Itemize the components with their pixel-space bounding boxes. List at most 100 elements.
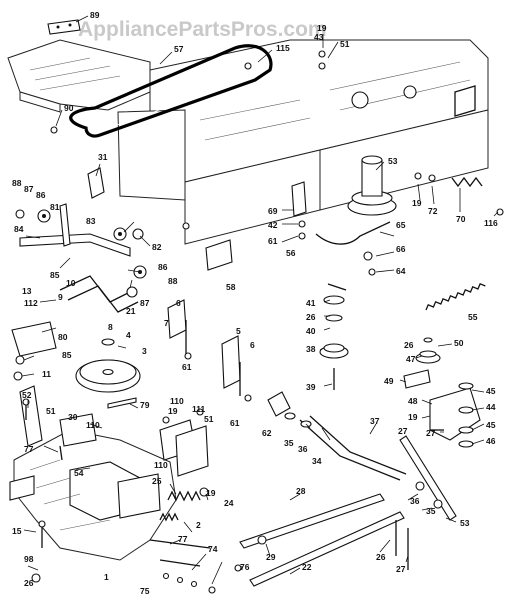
callout-87: 87 xyxy=(24,184,34,194)
callout-58: 58 xyxy=(226,282,236,292)
callout-labels: 89 57 115 19 43 51 90 31 53 88 87 86 81 … xyxy=(12,10,498,596)
hardware-left xyxy=(22,398,63,583)
rod-part-79 xyxy=(107,397,137,409)
callout-53: 53 xyxy=(388,156,398,166)
callout-28: 28 xyxy=(296,486,306,496)
callout-11: 11 xyxy=(42,369,51,379)
callout-65: 65 xyxy=(396,220,406,230)
transaxle-part-1 xyxy=(9,385,177,561)
callout-86: 86 xyxy=(36,190,46,200)
watermark-text: AppliancePartsPros.com xyxy=(78,18,327,41)
callout-54: 54 xyxy=(74,468,84,478)
callout-89: 89 xyxy=(90,10,100,20)
callout-27-b: 27 xyxy=(426,428,436,438)
bracket-part-80 xyxy=(11,321,57,357)
callout-40: 40 xyxy=(306,326,316,336)
callout-56: 56 xyxy=(286,248,296,258)
callout-85: 85 xyxy=(50,270,60,280)
callout-36-b: 36 xyxy=(410,496,420,506)
spring-part-70 xyxy=(451,176,483,188)
callout-22: 22 xyxy=(302,562,312,572)
callout-115: 115 xyxy=(276,43,290,53)
callout-2: 2 xyxy=(196,520,201,530)
callout-47: 47 xyxy=(406,354,416,364)
callout-41: 41 xyxy=(306,298,316,308)
callout-35: 35 xyxy=(284,438,294,448)
spring-part-55 xyxy=(425,282,486,311)
brake-assembly xyxy=(159,408,209,477)
callout-50: 50 xyxy=(454,338,464,348)
callout-57: 57 xyxy=(174,44,184,54)
hardware-bottom xyxy=(162,564,242,594)
callout-25: 25 xyxy=(152,476,162,486)
callout-79: 79 xyxy=(140,400,150,410)
callout-46: 46 xyxy=(486,436,496,446)
callout-19: 19 xyxy=(317,23,327,33)
callout-5: 5 xyxy=(236,326,241,336)
callout-6: 6 xyxy=(176,298,181,308)
idler-pulley-stack xyxy=(319,155,397,390)
callout-27-c: 27 xyxy=(398,426,408,436)
callout-19-b: 19 xyxy=(168,406,178,416)
callout-110: 110 xyxy=(86,420,100,430)
callout-21: 21 xyxy=(126,306,136,316)
callout-83: 83 xyxy=(86,216,96,226)
callout-45: 45 xyxy=(486,386,496,396)
callout-51-c: 51 xyxy=(204,414,214,424)
callout-52: 52 xyxy=(22,390,32,400)
callout-8: 8 xyxy=(108,322,113,332)
callout-111: 111 xyxy=(192,404,206,414)
callout-80: 80 xyxy=(58,332,68,342)
callout-77-b: 77 xyxy=(178,534,188,544)
callout-36: 36 xyxy=(298,444,308,454)
rod-part-28 xyxy=(239,493,385,549)
callout-19-c: 19 xyxy=(206,488,216,498)
callout-1: 1 xyxy=(104,572,109,582)
callout-3: 3 xyxy=(142,346,147,356)
bracket-part-31 xyxy=(87,167,105,199)
callout-13: 13 xyxy=(22,286,32,296)
callout-10: 10 xyxy=(66,278,76,288)
fender-body xyxy=(7,39,151,113)
callout-116: 116 xyxy=(484,218,498,228)
callout-77: 77 xyxy=(24,444,34,454)
bracket-part-69 xyxy=(291,181,307,217)
plate-part-89 xyxy=(47,19,81,35)
pulley-part-3 xyxy=(75,338,141,393)
clutch-linkage xyxy=(15,203,147,313)
callout-74: 74 xyxy=(208,544,218,554)
callout-86-b: 86 xyxy=(158,262,168,272)
callout-72: 72 xyxy=(428,206,438,216)
callout-15: 15 xyxy=(12,526,22,536)
callout-61: 61 xyxy=(182,362,192,372)
bracket-part-58 xyxy=(205,239,233,271)
callout-38: 38 xyxy=(306,344,316,354)
bracket-part-5 xyxy=(221,335,241,389)
callout-110-b: 110 xyxy=(170,396,184,406)
callout-42: 42 xyxy=(268,220,278,230)
idler-assembly-right xyxy=(403,337,481,448)
callout-26-c: 26 xyxy=(376,552,386,562)
callout-98: 98 xyxy=(24,554,34,564)
callout-87-b: 87 xyxy=(140,298,150,308)
callout-81: 81 xyxy=(50,202,60,212)
callout-9: 9 xyxy=(58,292,63,302)
callout-61-b: 61 xyxy=(230,418,240,428)
callout-82: 82 xyxy=(152,242,162,252)
callout-69: 69 xyxy=(268,206,278,216)
rod-part-22 xyxy=(249,511,405,587)
drive-belt-part-57 xyxy=(69,44,273,138)
callout-110-c: 110 xyxy=(154,460,168,470)
spring-part-2 xyxy=(159,512,179,522)
callout-6-b: 6 xyxy=(250,340,255,350)
callout-26-d: 26 xyxy=(404,340,414,350)
callout-19-e: 19 xyxy=(408,412,418,422)
callout-24: 24 xyxy=(224,498,234,508)
callout-26: 26 xyxy=(24,578,34,588)
callout-7: 7 xyxy=(164,318,169,328)
callout-19-d: 19 xyxy=(412,198,422,208)
callout-85-b: 85 xyxy=(62,350,72,360)
spring-part-25 xyxy=(167,490,201,502)
callout-84: 84 xyxy=(14,224,24,234)
